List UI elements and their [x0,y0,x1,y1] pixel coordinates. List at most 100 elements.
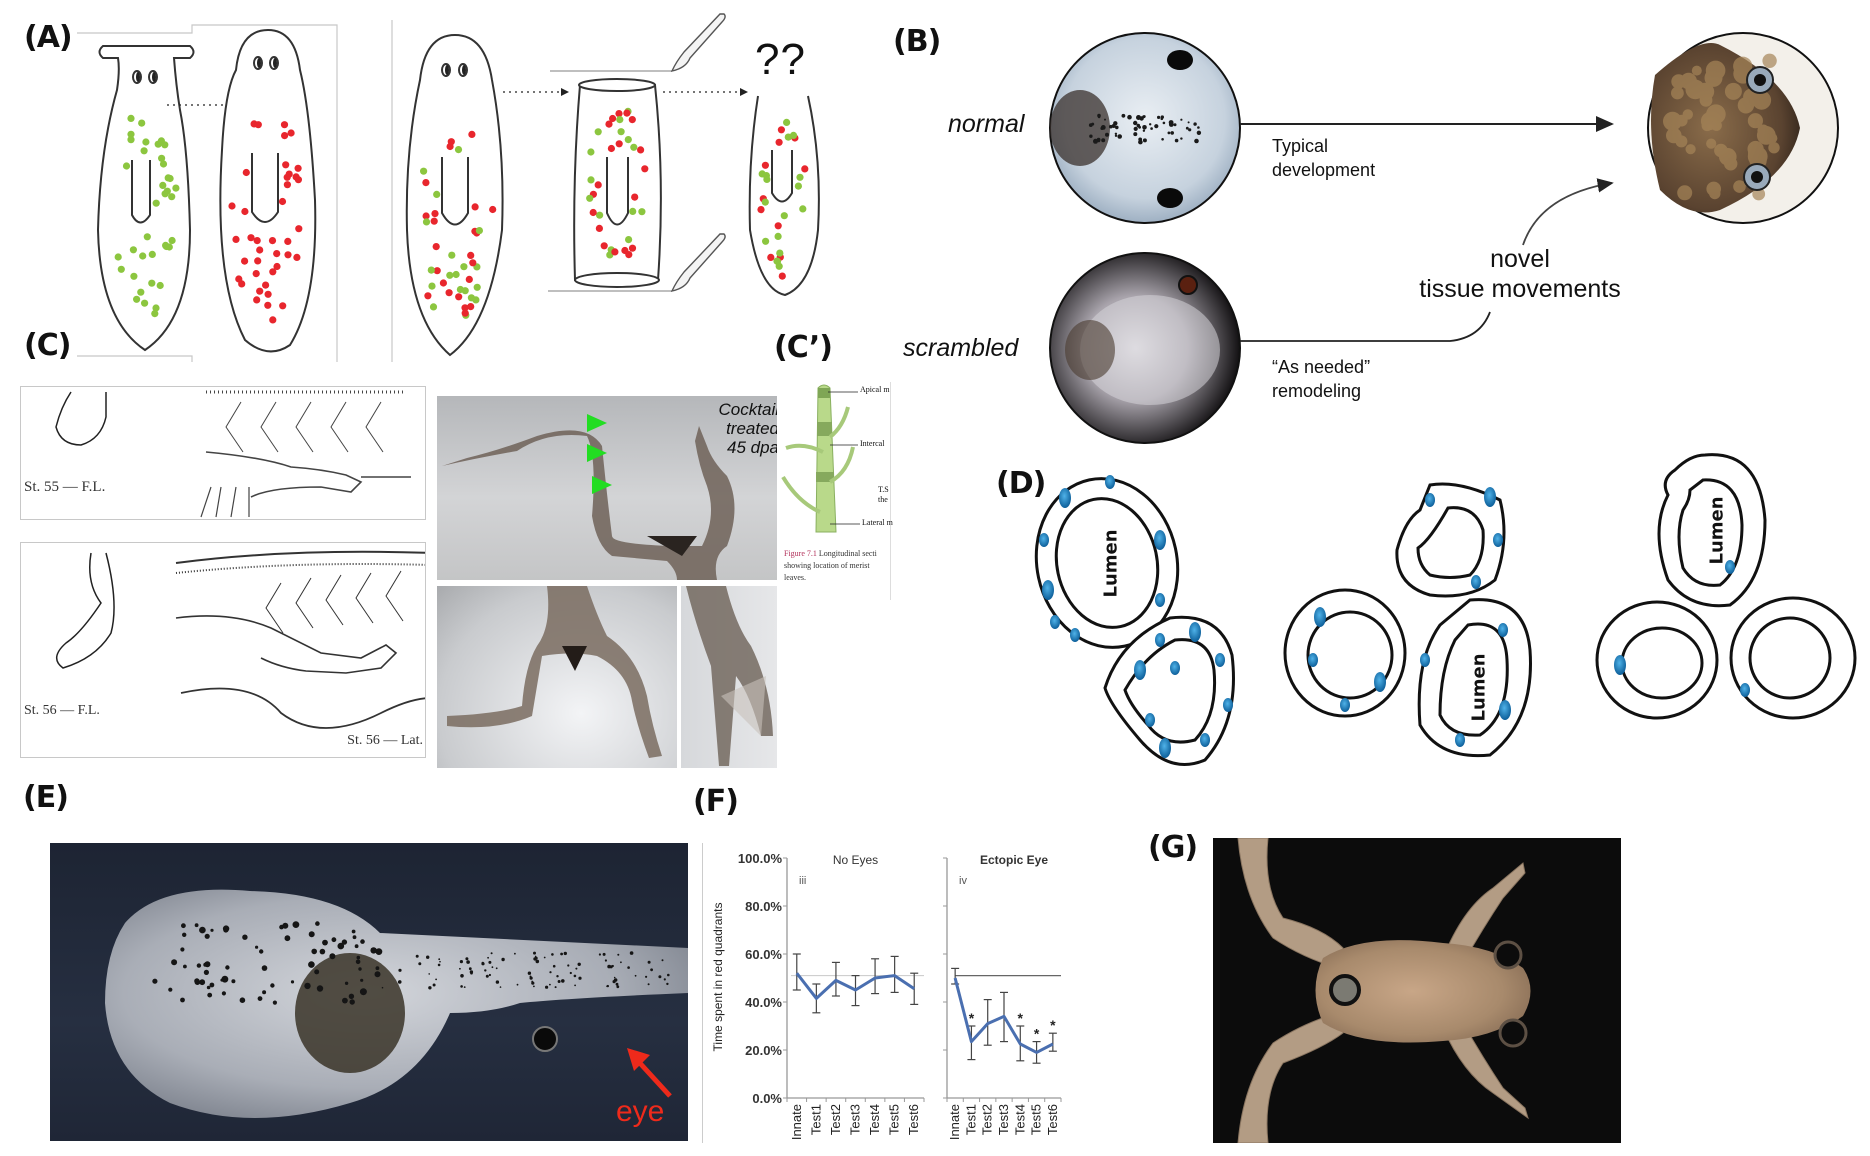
pigment-spot [468,967,472,971]
skin-bump [1706,138,1717,149]
pigment-spot [560,952,563,956]
subplot-tag: iii [799,875,806,887]
neoblast-cell [151,310,159,318]
pigment-spot [358,967,362,971]
neoblast-cell [152,304,160,312]
pigment-spot [168,987,173,992]
neoblast-cell [433,190,441,198]
neoblast-cell [780,212,788,220]
pigment-spot [501,957,505,962]
neoblast-cell [452,270,460,279]
cyst-3-right [1729,596,1857,720]
cell-nucleus [1042,580,1054,600]
cell-nucleus [1314,607,1326,627]
pigment-spot [315,921,320,926]
panel-label-c-prime: (C’) [774,330,833,365]
neoblast-cell [161,190,169,198]
pigment-spot [231,979,236,984]
neoblast-cell [148,250,156,258]
neoblast-cell [295,225,303,233]
cell-nucleus [1155,593,1165,607]
pigment-spot [645,975,648,978]
cell-nucleus [1498,623,1508,637]
pigment-spot [567,964,570,967]
pigment-spot [487,956,489,959]
neoblast-cell [596,211,604,219]
pigment-spot [533,985,535,988]
novel-line-2: tissue movements [1419,275,1621,303]
scalpel-icon-bottom [548,233,726,292]
skin-bump [1691,65,1702,76]
pigment-spot [354,944,359,949]
pigment-spot [272,1000,277,1005]
pigment-spot [322,939,328,946]
as-needed-remodeling-label: “As needed” remodeling [1272,355,1370,403]
neoblast-cell [241,207,249,216]
novel-line-1: novel [1490,245,1550,273]
subplot-tag: iv [959,875,967,887]
panel-label-b: (B) [893,24,941,59]
embryo-normal-photo [1049,32,1241,224]
pigment-spot [1150,127,1153,130]
pigment-spot [203,969,209,975]
neoblast-cell [143,233,151,241]
pigment-spot [437,963,441,967]
scalpel-icon-top [550,13,726,72]
caption-line-3: leaves. [784,573,806,582]
pigment-spot [647,983,650,986]
neoblast-cell [269,316,277,324]
neoblast-cell [615,140,623,148]
pigment-spot [1100,126,1104,130]
y-tick-label: 100.0% [738,851,783,866]
pigment-spot [426,955,430,959]
neoblast-cell [433,267,441,275]
neoblast-cell [456,285,464,294]
tadpole-ectopic-eye-photo: eye [50,843,688,1141]
pigment-spot [602,952,606,956]
pigment-spot [418,962,422,966]
y-tick-label: 20.0% [745,1043,782,1058]
eye-label: eye [616,1095,665,1128]
embryo-scrambled-photo [1049,252,1241,444]
pigment-spot [612,980,616,984]
neoblast-cell [637,146,645,154]
cell-nucleus [1425,493,1435,507]
skin-bump [1706,181,1721,197]
neoblast-cell [587,148,595,156]
pigment-spot [613,976,616,979]
neoblast-cell [638,208,646,216]
skin-bump [1724,82,1742,100]
pigment-spot [1133,126,1138,131]
pigment-spot [355,959,361,965]
neoblast-cell [168,193,176,201]
pigment-spot [356,955,361,960]
neoblast-cell [799,205,807,213]
stage-56-lat-label: St. 56 — Lat. [347,733,423,748]
neoblast-cell [616,116,624,124]
neoblast-cell [773,257,781,265]
neoblast-cell [461,309,469,317]
pigment-spot [428,973,431,975]
typical-line-1: Typical [1272,136,1329,156]
pigment-spot [262,990,267,995]
pigment-spot [1168,122,1174,127]
neoblast-cell [428,282,436,290]
pigment-spot [311,948,318,955]
neoblast-cell [253,296,261,304]
neoblast-cell [282,161,290,169]
neoblast-cell [455,293,463,301]
neoblast-cell [761,161,770,169]
pigment-spot [196,963,202,968]
asneeded-line-2: remodeling [1272,381,1362,401]
skin-bump [1671,86,1684,100]
pigment-spot [255,945,259,949]
pigment-spot [428,986,432,990]
pigment-spot [439,960,441,963]
cell-nucleus [1159,738,1171,758]
neoblast-cell [287,129,295,137]
stage-55-drawing: St. 55 — F.L. [20,386,426,520]
pigment-spot [561,979,565,983]
green-arrow-icon [587,444,607,462]
pigment-spot [209,982,215,988]
panel-b-diagram [1049,32,1839,444]
